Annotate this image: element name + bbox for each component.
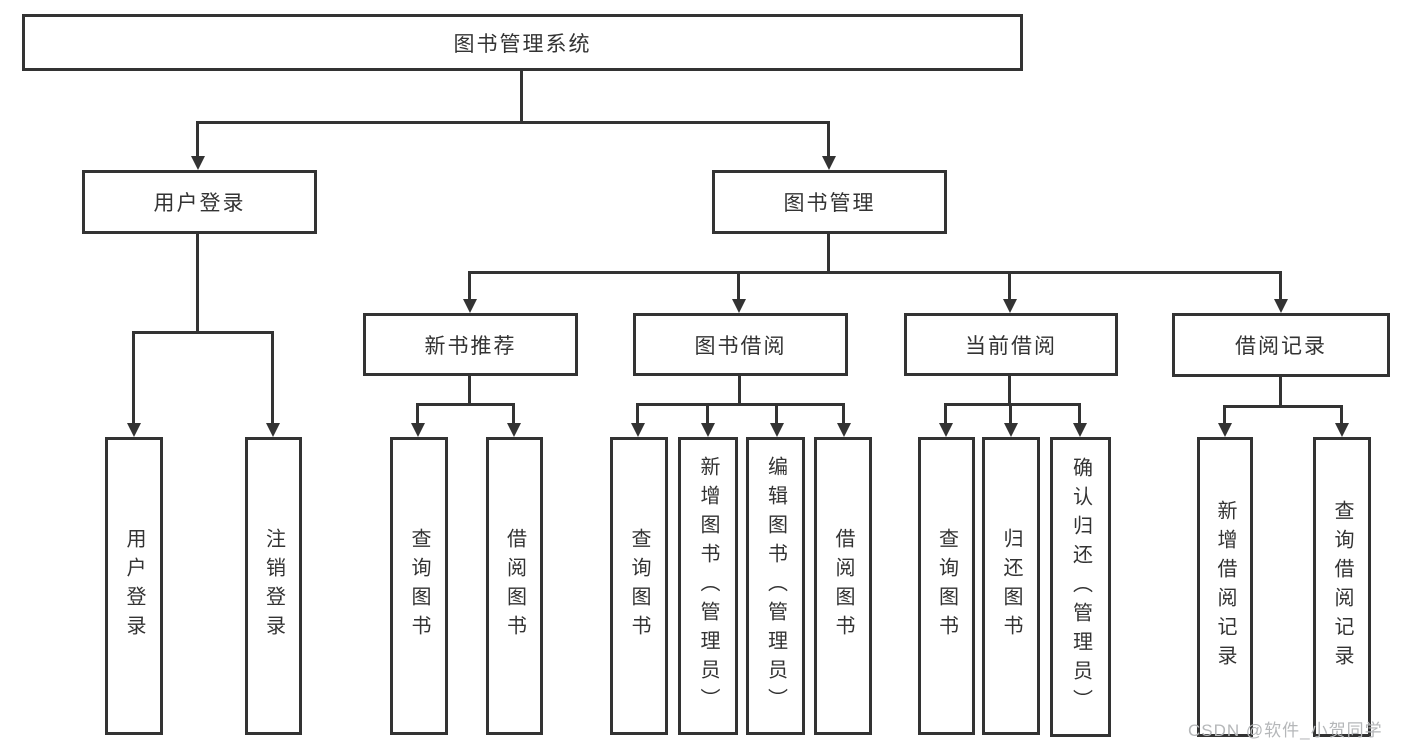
connector-line: [196, 234, 199, 333]
node-label: 新书推荐: [424, 334, 517, 358]
arrow-down-icon: [1335, 423, 1349, 437]
connector-line: [1078, 404, 1081, 425]
arrow-down-icon: [1218, 423, 1232, 437]
leaf-label: 新增图书（管理员）: [697, 455, 719, 717]
leaf-confirm-return-admin: 确认归还（管理员）: [1050, 437, 1111, 737]
connector-line: [1223, 406, 1226, 425]
arrow-down-icon: [939, 423, 953, 437]
connector-line: [636, 403, 845, 406]
node-user-login: 用户登录: [82, 170, 317, 234]
leaf-label: 用户登录: [123, 528, 145, 644]
connector-line: [468, 271, 1282, 274]
connector-line: [827, 122, 830, 157]
connector-line: [468, 375, 471, 406]
leaf-add-borrow-record: 新增借阅记录: [1197, 437, 1253, 737]
connector-line: [132, 332, 135, 425]
csdn-watermark: CSDN @软件_小贺同学: [1188, 721, 1383, 740]
leaf-label: 确认归还（管理员）: [1069, 456, 1092, 718]
leaf-label: 新增借阅记录: [1214, 500, 1236, 674]
leaf-label: 编辑图书（管理员）: [764, 455, 787, 717]
connector-line: [271, 332, 274, 425]
arrow-down-icon: [1004, 423, 1018, 437]
leaf-edit-book-admin: 编辑图书（管理员）: [746, 437, 805, 735]
connector-line: [827, 234, 830, 274]
connector-line: [775, 404, 778, 425]
leaf-label: 借阅图书: [503, 528, 526, 644]
connector-line: [737, 272, 740, 300]
arrow-down-icon: [732, 299, 746, 313]
node-library-system: 图书管理系统: [22, 14, 1023, 71]
connector-line: [1009, 404, 1012, 425]
arrow-down-icon: [770, 423, 784, 437]
leaf-borrow-book: 借阅图书: [486, 437, 543, 735]
arrow-down-icon: [1003, 299, 1017, 313]
connector-line: [132, 331, 274, 334]
connector-line: [416, 404, 419, 425]
arrow-down-icon: [837, 423, 851, 437]
node-label: 用户登录: [153, 192, 246, 215]
node-current-borrowing: 当前借阅: [904, 313, 1118, 376]
connector-line: [944, 404, 947, 425]
arrow-down-icon: [701, 423, 715, 437]
leaf-return-book: 归还图书: [982, 437, 1040, 735]
arrow-down-icon: [1073, 423, 1087, 437]
arrow-down-icon: [411, 423, 425, 437]
connector-line: [1008, 272, 1011, 300]
leaf-user-login: 用户登录: [105, 437, 163, 735]
node-label: 当前借阅: [965, 334, 1057, 358]
connector-line: [944, 403, 1081, 406]
leaf-label: 查询图书: [408, 528, 430, 644]
connector-line: [1279, 377, 1282, 408]
leaf-query-book: 查询图书: [918, 437, 975, 735]
leaf-label: 借阅图书: [832, 528, 854, 644]
arrow-down-icon: [1274, 299, 1288, 313]
node-borrowing-records: 借阅记录: [1172, 313, 1390, 377]
node-label: 图书管理: [783, 192, 876, 215]
connector-line: [512, 404, 515, 425]
node-label: 图书管理系统: [453, 32, 592, 56]
leaf-label: 归还图书: [1000, 528, 1022, 644]
leaf-borrow-book: 借阅图书: [814, 437, 872, 735]
connector-line: [520, 70, 523, 124]
connector-line: [1279, 272, 1282, 300]
leaf-label: 查询图书: [628, 528, 650, 644]
node-label: 图书借阅: [694, 334, 787, 358]
connector-line: [636, 404, 639, 425]
leaf-add-book-admin: 新增图书（管理员）: [678, 437, 738, 735]
leaf-logout: 注销登录: [245, 437, 302, 735]
connector-line: [196, 122, 199, 157]
arrow-down-icon: [191, 156, 205, 170]
node-new-book-recommend: 新书推荐: [363, 313, 578, 376]
connector-line: [706, 404, 709, 425]
arrow-down-icon: [507, 423, 521, 437]
leaf-query-borrow-record: 查询借阅记录: [1313, 437, 1371, 737]
arrow-down-icon: [463, 299, 477, 313]
connector-line: [196, 121, 830, 124]
leaf-query-book: 查询图书: [390, 437, 448, 735]
connector-line: [468, 272, 471, 300]
node-label: 借阅记录: [1235, 335, 1327, 358]
arrow-down-icon: [631, 423, 645, 437]
connector-line: [1340, 406, 1343, 425]
connector-line: [842, 404, 845, 425]
node-book-borrowing: 图书借阅: [633, 313, 848, 376]
connector-line: [1223, 405, 1343, 408]
leaf-label: 查询借阅记录: [1331, 500, 1353, 674]
node-book-management: 图书管理: [712, 170, 947, 234]
connector-line: [416, 403, 515, 406]
connector-line: [1008, 375, 1011, 406]
arrow-down-icon: [266, 423, 280, 437]
leaf-label: 查询图书: [935, 528, 958, 644]
connector-line: [738, 375, 741, 406]
arrow-down-icon: [822, 156, 836, 170]
leaf-label: 注销登录: [262, 528, 285, 644]
arrow-down-icon: [127, 423, 141, 437]
leaf-query-book: 查询图书: [610, 437, 668, 735]
